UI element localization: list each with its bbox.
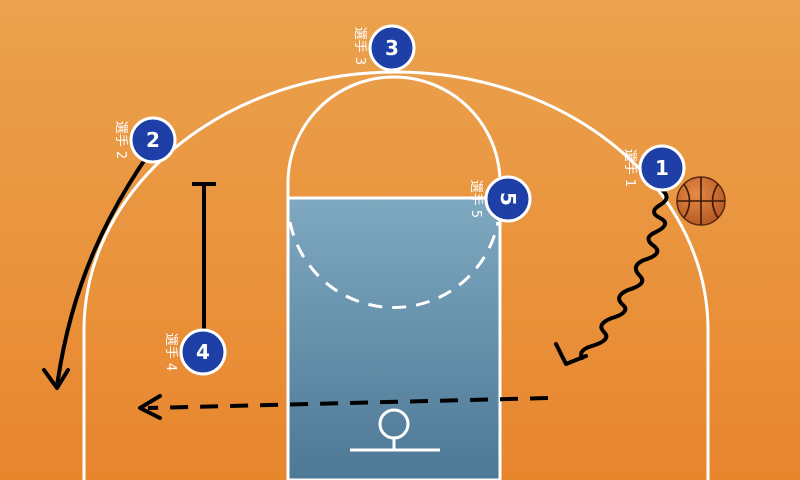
player-label: 選手 5 — [468, 180, 483, 218]
cut-arrowhead-player-2 — [42, 368, 70, 390]
player-number: 4 — [196, 340, 210, 364]
free-throw-circle-top — [286, 75, 502, 198]
player-label: 選手 1 — [622, 149, 637, 187]
player-1[interactable]: 1 選手 1 — [622, 144, 686, 192]
player-number: 2 — [146, 128, 160, 152]
pass-arrowhead — [138, 394, 162, 420]
free-throw-circle-bottom — [288, 221, 500, 309]
player-number: 1 — [655, 156, 669, 180]
player-label: 選手 3 — [352, 27, 367, 65]
player-label: 選手 2 — [113, 121, 128, 159]
player-2[interactable]: 2 選手 2 — [113, 116, 177, 164]
cut-arrow-player-2 — [55, 150, 152, 388]
dribble-arrowhead — [554, 342, 588, 366]
player-4[interactable]: 4 選手 4 — [163, 328, 227, 376]
player-5[interactable]: 5 選手 5 — [468, 175, 532, 223]
player-number: 5 — [496, 192, 520, 206]
player-label: 選手 4 — [163, 333, 178, 371]
player-number: 3 — [385, 36, 399, 60]
pass-line — [147, 396, 549, 410]
player-3[interactable]: 3 選手 3 — [352, 24, 416, 72]
paint-area — [286, 196, 502, 480]
basketball-icon — [676, 176, 726, 226]
three-point-line — [82, 70, 710, 480]
dribble-path-player-1 — [579, 188, 669, 360]
